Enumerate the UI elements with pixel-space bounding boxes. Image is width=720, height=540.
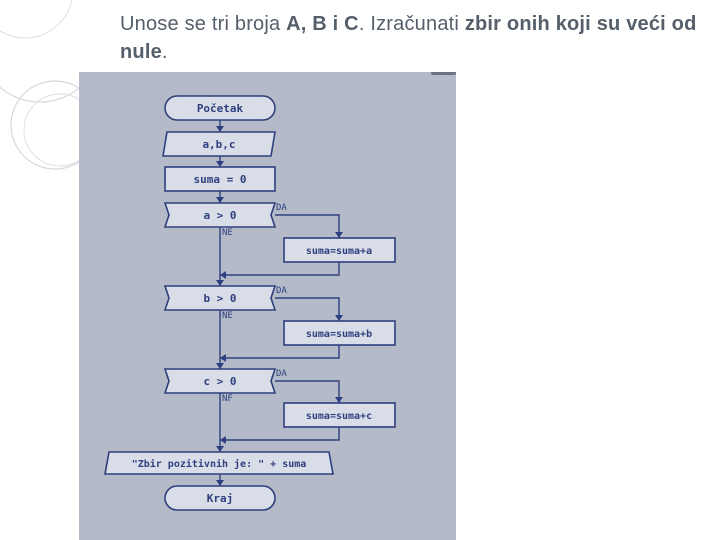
decision-c: c > 0	[163, 368, 277, 394]
cond-a-label: a > 0	[203, 209, 236, 222]
no-c-label: NF	[222, 394, 233, 404]
input-label: a,b,c	[202, 138, 235, 151]
add-a-process: suma=suma+a	[283, 237, 396, 263]
connector-line	[275, 380, 340, 403]
connector-line	[220, 262, 340, 276]
arrow-head	[220, 271, 226, 279]
title-segment: A, B i C	[286, 13, 359, 35]
connector-line	[275, 297, 340, 321]
arrow-head	[216, 197, 224, 203]
cond-b-label: b > 0	[203, 292, 236, 305]
output-label: "Zbir pozitivnih je: " + suma	[132, 458, 307, 470]
title-segment: .	[161, 41, 168, 63]
add-c-process: suma=suma+c	[283, 402, 396, 428]
arrow-head	[216, 480, 224, 486]
no-b-label: NE	[222, 311, 233, 321]
arrow-head	[335, 232, 343, 238]
add-a-label: suma=suma+a	[306, 246, 372, 257]
flowchart-connectors	[216, 120, 343, 486]
arrow-head	[220, 354, 226, 362]
flowchart: Početak a,b,c suma = 0 a > 0 DA NE suma=…	[104, 72, 456, 511]
yes-b-label: DA	[276, 286, 287, 296]
decision-b: b > 0	[163, 285, 277, 311]
yes-a-label: DA	[276, 203, 287, 213]
end-label: Kraj	[207, 492, 234, 505]
connector-line	[220, 427, 340, 441]
title-segment: Unose se tri broja	[120, 13, 287, 35]
start-label: Početak	[197, 102, 244, 115]
title-segment: zbir onih koji su veći od nule	[120, 13, 697, 63]
add-b-process: suma=suma+b	[283, 320, 396, 346]
deco-circle	[10, 80, 80, 170]
arrow-head	[216, 126, 224, 132]
flowchart-panel: Početak a,b,c suma = 0 a > 0 DA NE suma=…	[79, 72, 456, 540]
no-a-label: NE	[222, 228, 233, 238]
arrow-head	[216, 363, 224, 369]
start-terminal: Početak	[164, 95, 276, 121]
arrow-head	[216, 161, 224, 167]
arrow-head	[335, 315, 343, 321]
deco-circle	[0, 0, 73, 39]
init-label: suma = 0	[194, 173, 247, 186]
arrow-head	[216, 280, 224, 286]
title-segment: . Izračunati	[358, 13, 465, 35]
deco-circle	[23, 93, 80, 167]
arrow-head	[335, 397, 343, 403]
cond-c-label: c > 0	[203, 375, 236, 388]
connector-line	[275, 214, 340, 238]
add-b-label: suma=suma+b	[306, 329, 372, 340]
panel-corner-mark	[431, 72, 456, 75]
init-process: suma = 0	[164, 166, 276, 192]
slide-title: Unose se tri broja A, B i C. Izračunati …	[120, 10, 710, 66]
output-node: "Zbir pozitivnih je: " + suma	[104, 451, 334, 475]
decision-a: a > 0	[163, 202, 277, 228]
yes-c-label: DA	[276, 369, 287, 379]
connector-line	[220, 345, 340, 359]
arrow-head	[216, 446, 224, 452]
input-node: a,b,c	[162, 131, 276, 157]
arrow-head	[220, 436, 226, 444]
add-c-label: suma=suma+c	[306, 411, 372, 422]
deco-circle	[0, 86, 80, 103]
end-terminal: Kraj	[164, 485, 276, 511]
decorative-circles	[0, 0, 80, 170]
